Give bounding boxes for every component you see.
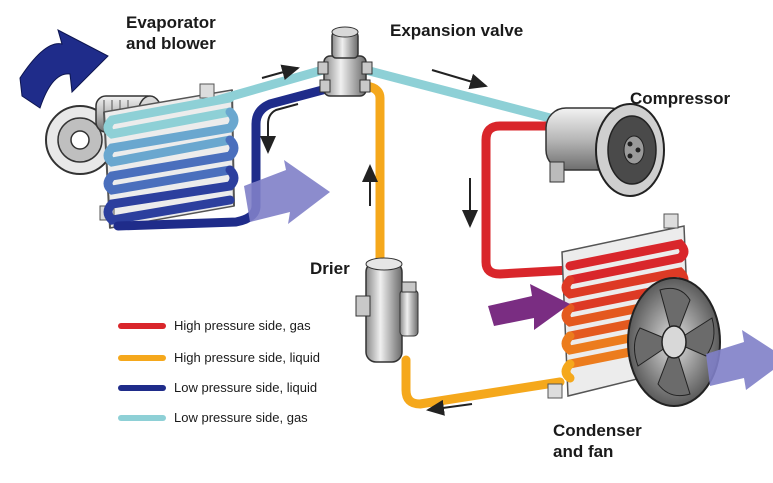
flow-arrow-to-drier (426, 399, 473, 416)
label-condenser: Condenser and fan (553, 420, 642, 462)
legend-item-high-gas: High pressure side, gas (118, 316, 378, 336)
label-condenser-line1: Condenser (553, 421, 642, 440)
flow-arrows (260, 64, 488, 416)
label-evaporator: Evaporator and blower (126, 12, 216, 54)
label-evaporator-line1: Evaporator (126, 13, 216, 32)
line-valve-to-evap (113, 83, 335, 231)
legend-swatch-low-gas (118, 415, 166, 421)
evaporator-coil (103, 93, 239, 225)
legend-label-high-gas: High pressure side, gas (174, 318, 311, 333)
condenser-fan (627, 277, 721, 407)
label-evaporator-line2: and blower (126, 34, 216, 53)
legend-swatch-high-liquid (118, 355, 166, 361)
exhaust-air-arrow (19, 29, 109, 109)
legend-item-high-liquid: High pressure side, liquid (118, 348, 378, 368)
legend-swatch-low-liquid (118, 385, 166, 391)
flow-arrow-to-evaporator (260, 103, 299, 154)
legend-item-low-gas: Low pressure side, gas (118, 408, 378, 428)
fan-airflow-arrow (706, 330, 773, 390)
line-valve-to-compressor (353, 63, 555, 123)
legend-label-low-liquid: Low pressure side, liquid (174, 380, 318, 395)
line-compressor-to-condenser (481, 121, 575, 279)
condenser-airflow-arrow (488, 284, 570, 330)
flow-arrow-to-compressor (431, 69, 488, 90)
compressor (545, 103, 665, 197)
label-condenser-line2: and fan (553, 442, 614, 461)
label-compressor: Compressor (630, 89, 731, 108)
legend-label-low-gas: Low pressure side, gas (174, 410, 308, 425)
flow-arrow-to-valve (261, 64, 300, 80)
evaporator-airflow-arrow (244, 160, 330, 224)
legend-label-high-liquid: High pressure side, liquid (174, 350, 320, 365)
line-drier-to-valve (361, 81, 385, 267)
drier (355, 257, 419, 363)
legend-item-low-liquid: Low pressure side, liquid (118, 378, 378, 398)
expansion-valve (317, 26, 373, 97)
line-condenser-to-drier (401, 355, 565, 409)
line-evap-to-valve (213, 63, 335, 105)
label-drier: Drier (310, 259, 350, 278)
legend-swatch-high-gas (118, 323, 166, 329)
label-expansion-valve: Expansion valve (390, 21, 524, 40)
